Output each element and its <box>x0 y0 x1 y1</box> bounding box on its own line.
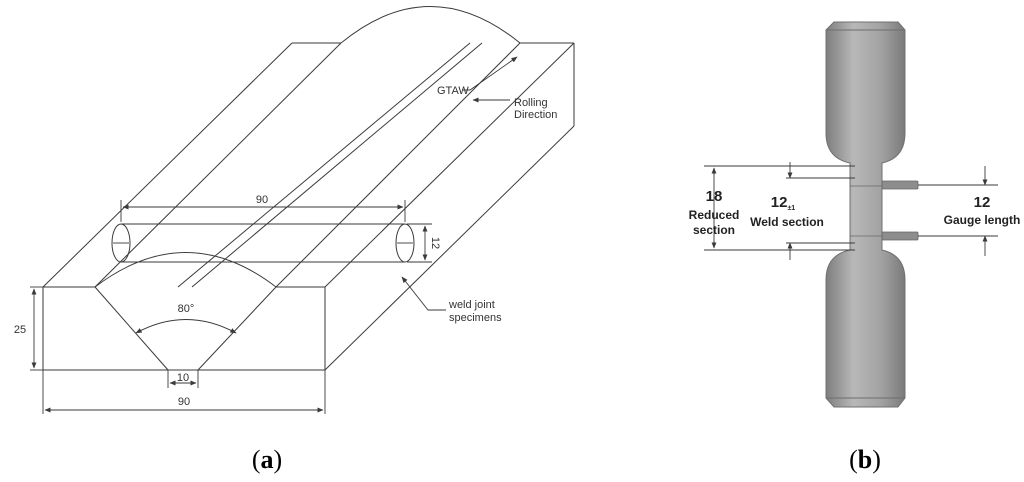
groove-v <box>94 286 169 371</box>
weld-cap-back <box>340 6 521 44</box>
label-thickness: 25 <box>14 324 26 336</box>
label-rolling-1: Rolling <box>514 97 548 109</box>
dim-groove-angle <box>135 319 237 334</box>
label-rolling-2: Direction <box>514 109 557 121</box>
label-specimen-diameter: 12 <box>429 237 441 249</box>
leader-weld-joint <box>401 276 446 311</box>
extensometer-pin-bottom <box>881 231 919 241</box>
label-gtaw: GTAW <box>437 85 469 97</box>
plate-front-face <box>42 286 326 371</box>
label-weld-value: 12±1 <box>771 194 796 212</box>
weld-bead-line-2 <box>191 42 483 288</box>
label-gauge-value: 12 <box>974 194 991 211</box>
weld-bead-line-1 <box>177 42 471 288</box>
label-weld-section: Weld section <box>750 215 824 229</box>
groove-v-right <box>197 286 277 371</box>
panel-a-drawing: 90 12 80° 25 10 90 GTAW Rolling Directio… <box>14 6 575 414</box>
label-reduced-2: section <box>693 223 735 237</box>
label-specimen-length: 90 <box>256 194 268 206</box>
label-groove-angle: 80° <box>178 303 195 315</box>
label-weld-joint-2: specimens <box>449 312 502 324</box>
caption-b: (b) <box>849 445 881 474</box>
label-reduced-1: Reduced <box>689 208 740 222</box>
groove-left-edge <box>94 42 342 288</box>
groove-right-edge <box>275 42 521 288</box>
label-weld-joint-1: weld joint <box>448 299 495 311</box>
specimen-left-end <box>111 223 131 263</box>
tensile-specimen <box>825 21 906 408</box>
panel-b-drawing: 18 Reduced section 12±1 Weld section 12 … <box>689 21 1021 408</box>
weld-cap-front <box>94 252 277 288</box>
side-bottom-edge <box>324 125 575 371</box>
specimen-right-end <box>395 223 415 263</box>
caption-a: (a) <box>252 445 282 474</box>
label-gauge-length: Gauge length <box>944 213 1021 227</box>
plate-top-left-edge <box>42 42 293 288</box>
extensometer-pin-top <box>881 180 919 190</box>
label-root-gap: 10 <box>177 372 189 384</box>
label-plate-width: 90 <box>178 396 190 408</box>
label-reduced-value: 18 <box>706 188 723 205</box>
plate-top-right-edge <box>324 42 575 288</box>
leader-gtaw <box>462 56 518 91</box>
